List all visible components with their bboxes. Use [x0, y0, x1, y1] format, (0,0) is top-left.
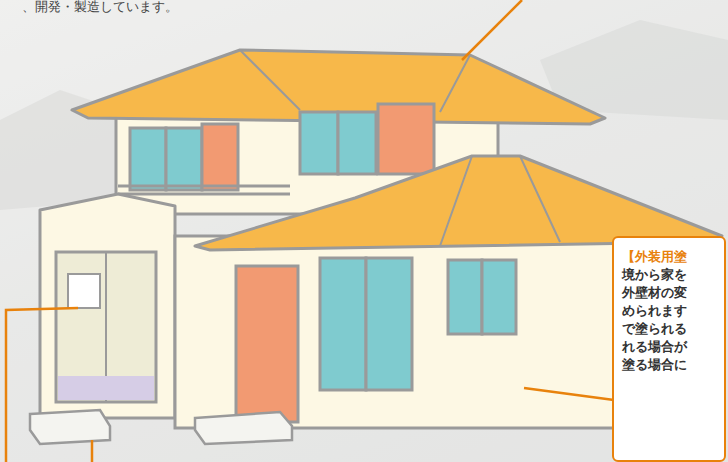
lower-wall	[175, 236, 615, 428]
lower-left-wall	[40, 194, 175, 418]
sunroom-window	[68, 274, 100, 308]
window-pane	[366, 258, 412, 390]
window-pane	[166, 128, 202, 190]
front-door	[236, 266, 298, 422]
callout-heading: 【外装用塗	[622, 248, 716, 266]
leader-line	[91, 440, 94, 462]
sunroom-floor	[58, 376, 154, 400]
window-pane	[482, 260, 516, 334]
window-pane	[338, 112, 376, 174]
callout-body: 境から家を 外壁材の変 められます で塗られる れる場合が 塗る場合に	[622, 266, 694, 374]
window-shutter	[202, 124, 238, 190]
balcony-railing	[118, 186, 290, 194]
roof-hip-line	[440, 156, 560, 246]
entry-step	[195, 412, 292, 444]
leader-line	[462, 0, 522, 60]
leader-line	[524, 388, 614, 400]
leader-line	[6, 308, 78, 462]
entry-step	[30, 410, 110, 444]
window-pane	[320, 258, 366, 390]
window-pane	[448, 260, 482, 334]
window-pane	[130, 128, 166, 190]
intro-text: 、開発・製造しています。	[22, 0, 178, 16]
window-pane	[300, 112, 338, 174]
sunroom-glass	[56, 252, 156, 402]
window-shutter	[378, 104, 434, 174]
callout-box: 【外装用塗境から家を 外壁材の変 められます で塗られる れる場合が 塗る場合に	[612, 236, 726, 462]
